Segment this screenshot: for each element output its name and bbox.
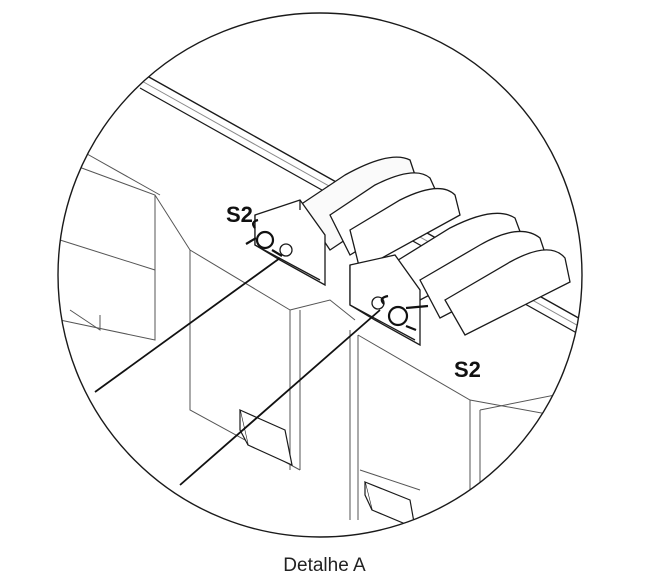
- cable-tie-symbol-lower: [380, 294, 429, 332]
- upper-clip: [254, 156, 461, 287]
- mounting-tabs: [239, 408, 416, 529]
- caption-text: Detalhe A: [283, 555, 366, 577]
- left-housing: [59, 149, 356, 471]
- cable-tie-symbol-upper: [245, 218, 283, 257]
- label-s2-lower: S2: [454, 357, 481, 382]
- leader-lines: [94, 257, 381, 486]
- detail-circle: [57, 12, 583, 538]
- label-s2-upper: S2: [226, 202, 253, 227]
- caption: Detalhe A: [0, 555, 649, 577]
- drawing-contents: [59, 71, 582, 537]
